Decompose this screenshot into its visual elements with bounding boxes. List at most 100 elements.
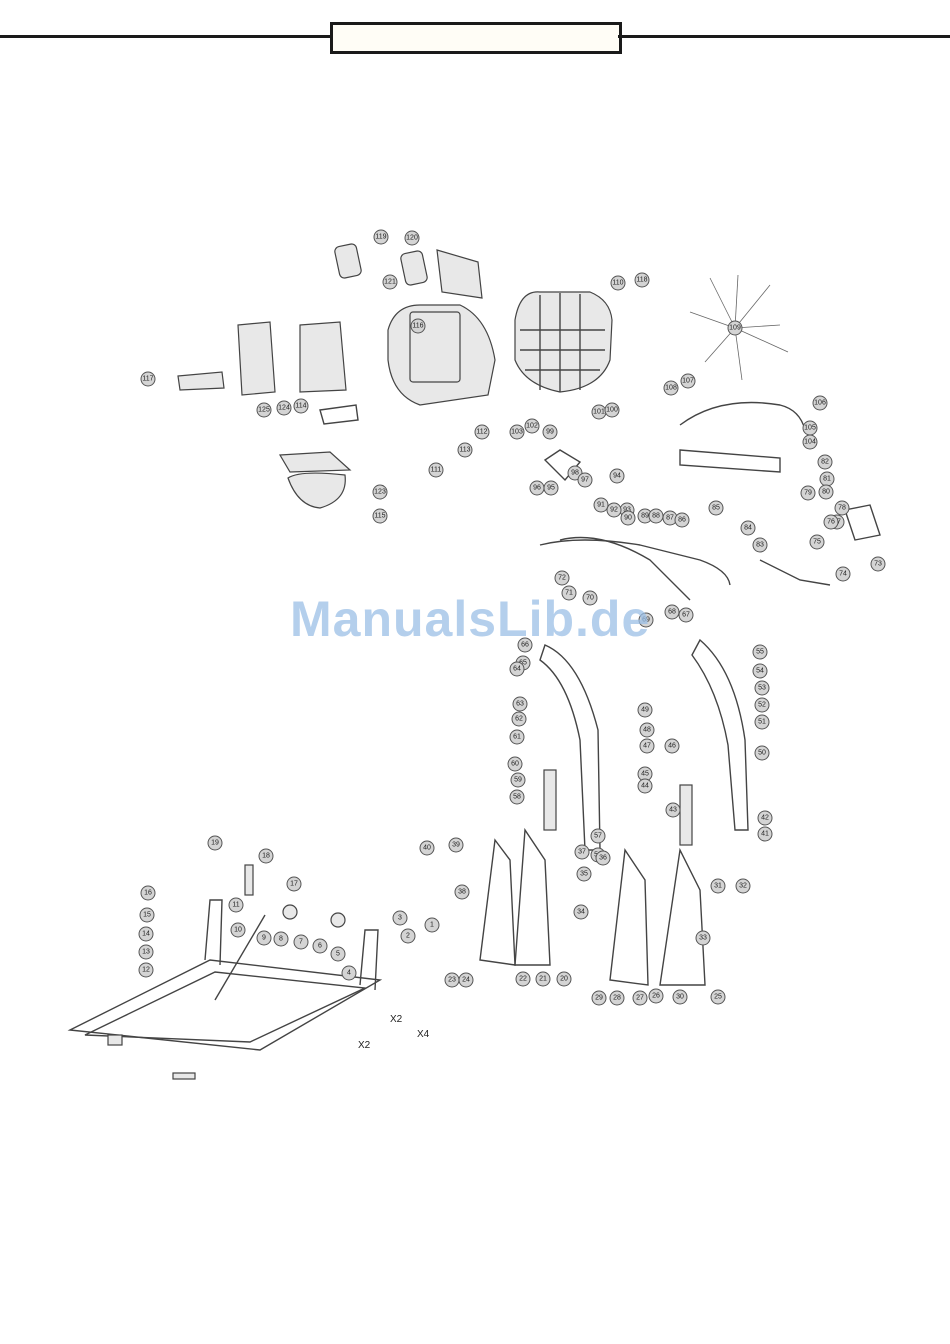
callout-label: 68 xyxy=(668,609,676,616)
callout-124: 124 xyxy=(276,400,292,416)
keypad-strip xyxy=(177,371,225,391)
qty-x4: X4 xyxy=(417,1029,430,1040)
callout-125: 125 xyxy=(256,402,272,418)
callout-111: 111 xyxy=(428,462,444,478)
callout-96: 96 xyxy=(529,480,545,496)
callout-label: 90 xyxy=(624,515,632,522)
callout-balloon xyxy=(392,910,408,926)
callout-82: 82 xyxy=(817,454,833,470)
callout-balloon xyxy=(373,229,389,245)
callout-balloon xyxy=(256,402,272,418)
callout-balloon xyxy=(754,697,770,713)
callout-label: 123 xyxy=(374,489,386,496)
callout-label: 116 xyxy=(412,323,423,330)
callout-label: 29 xyxy=(595,995,603,1002)
callout-103: 103 xyxy=(509,424,525,440)
callout-28: 28 xyxy=(609,990,625,1006)
callout-21: 21 xyxy=(535,971,551,987)
base-frame xyxy=(67,959,383,1051)
callout-115: 115 xyxy=(372,508,388,524)
spacer-bar xyxy=(172,1072,196,1080)
callout-label: 110 xyxy=(612,280,623,287)
callout-88: 88 xyxy=(648,508,664,524)
callout-balloon xyxy=(632,990,648,1006)
callout-67: 67 xyxy=(678,607,694,623)
callout-label: 114 xyxy=(295,403,306,410)
callout-59: 59 xyxy=(510,772,526,788)
callout-label: 21 xyxy=(539,976,547,983)
callout-16: 16 xyxy=(140,885,156,901)
callout-label: 96 xyxy=(533,485,541,492)
callout-balloon xyxy=(591,990,607,1006)
callout-balloon xyxy=(620,510,636,526)
mount-bracket-right xyxy=(844,504,881,541)
callout-balloon xyxy=(663,380,679,396)
callout-balloon xyxy=(400,928,416,944)
callout-balloon xyxy=(507,756,523,772)
callout-33: 33 xyxy=(695,930,711,946)
callout-23: 23 xyxy=(444,972,460,988)
callout-label: 44 xyxy=(641,783,649,790)
callout-label: 34 xyxy=(577,909,585,916)
callout-label: 73 xyxy=(874,561,882,568)
callout-balloon xyxy=(330,946,346,962)
callout-104: 104 xyxy=(802,434,818,450)
callout-32: 32 xyxy=(735,878,751,894)
callout-label: 16 xyxy=(144,890,152,897)
shroud-ribs xyxy=(520,293,605,392)
callout-label: 94 xyxy=(613,473,621,480)
callout-29: 29 xyxy=(591,990,607,1006)
callout-balloon xyxy=(556,971,572,987)
callout-label: 79 xyxy=(804,490,812,497)
callout-label: 87 xyxy=(666,515,674,522)
callout-46: 46 xyxy=(664,738,680,754)
callout-50: 50 xyxy=(754,745,770,761)
header-rule-right xyxy=(618,35,950,38)
callout-balloon xyxy=(672,989,688,1005)
callout-balloon xyxy=(678,607,694,623)
callout-15: 15 xyxy=(139,907,155,923)
callout-58: 58 xyxy=(509,789,525,805)
lower-handle-tube-2 xyxy=(559,536,691,601)
callout-label: 26 xyxy=(652,993,660,1000)
callout-label: 32 xyxy=(739,883,747,890)
callout-balloon xyxy=(312,938,328,954)
callout-label: 86 xyxy=(678,517,686,524)
callout-balloon xyxy=(639,738,655,754)
qty-x2-a: X2 xyxy=(390,1014,403,1025)
callout-label: 35 xyxy=(580,871,588,878)
callout-79: 79 xyxy=(800,485,816,501)
callout-label: 118 xyxy=(636,277,647,284)
callout-balloon xyxy=(800,485,816,501)
callout-label: 97 xyxy=(581,477,589,484)
callout-balloon xyxy=(664,604,680,620)
callout-balloon xyxy=(372,484,388,500)
callout-100: 100 xyxy=(604,402,620,418)
callout-2: 2 xyxy=(400,928,416,944)
callout-balloon xyxy=(444,972,460,988)
callout-118: 118 xyxy=(634,272,650,288)
callout-balloon xyxy=(510,772,526,788)
callout-balloon xyxy=(637,778,653,794)
callout-113: 113 xyxy=(457,442,473,458)
callout-90: 90 xyxy=(620,510,636,526)
callout-balloon xyxy=(454,884,470,900)
screw-burst xyxy=(689,274,789,381)
callout-label: 103 xyxy=(511,429,523,436)
callout-label: 74 xyxy=(839,571,847,578)
callout-balloon xyxy=(638,612,654,628)
callout-label: 92 xyxy=(610,507,618,514)
watermark-text: ManualsLib.de xyxy=(290,591,651,647)
callout-25: 25 xyxy=(710,989,726,1005)
callout-balloon xyxy=(835,566,851,582)
callout-label: 91 xyxy=(597,502,605,509)
callout-label: 59 xyxy=(514,777,522,784)
callout-label: 93 xyxy=(623,507,631,514)
callout-label: 120 xyxy=(406,235,418,242)
callout-92: 92 xyxy=(606,502,622,518)
callout-85: 85 xyxy=(708,500,724,516)
callout-label: 69 xyxy=(642,617,650,624)
callout-balloon xyxy=(293,398,309,414)
callout-label: 17 xyxy=(290,881,298,888)
callout-label: 125 xyxy=(258,407,270,414)
